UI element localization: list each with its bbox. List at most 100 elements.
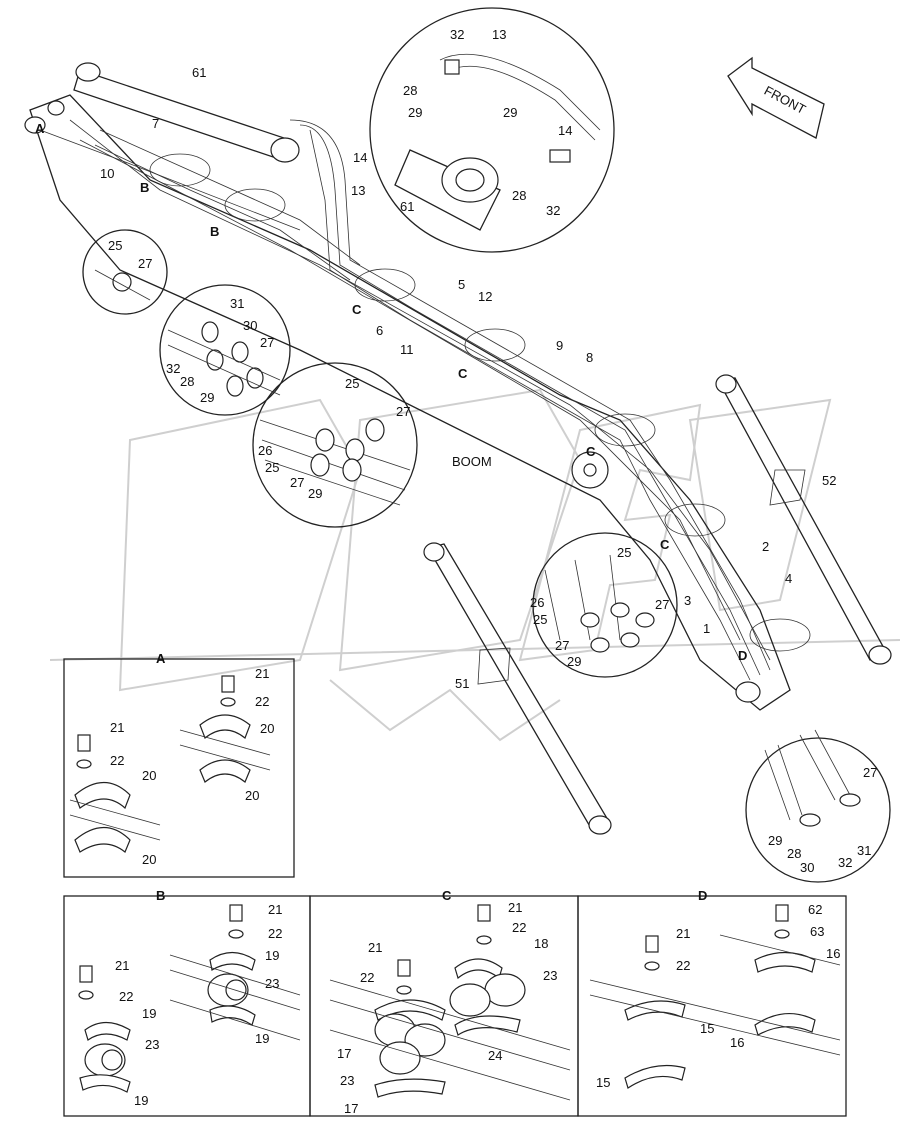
callout: 17 [337, 1046, 351, 1061]
callout: 23 [145, 1037, 159, 1052]
callout: 29 [308, 486, 322, 501]
callout: 7 [152, 116, 159, 131]
callout: 27 [138, 256, 152, 271]
callout: 3 [684, 593, 691, 608]
box-a-title: A [156, 651, 166, 666]
callout: 12 [478, 289, 492, 304]
callout: 19 [142, 1006, 156, 1021]
callout: 25 [265, 460, 279, 475]
callout: 25 [108, 238, 122, 253]
callout: 27 [260, 335, 274, 350]
callout: 28 [403, 83, 417, 98]
detail-circle-d [745, 729, 891, 883]
callout: 21 [115, 958, 129, 973]
callout: 30 [243, 318, 257, 333]
callout: 32 [546, 203, 560, 218]
callout: 32 [838, 855, 852, 870]
callout: 22 [268, 926, 282, 941]
box-b-title: B [156, 888, 165, 903]
callout: 61 [192, 65, 206, 80]
callout: C [586, 444, 596, 459]
box-b-callouts: 21 22 19 23 19 21 22 19 23 19 [115, 902, 282, 1108]
callout: 13 [351, 183, 365, 198]
callout: 62 [808, 902, 822, 917]
callout: 8 [586, 350, 593, 365]
callout: 13 [492, 27, 506, 42]
callout: 20 [142, 768, 156, 783]
callout: 10 [100, 166, 114, 181]
callout: 32 [450, 27, 464, 42]
callout: 4 [785, 571, 792, 586]
callout: 27 [290, 475, 304, 490]
box-c-title: C [442, 888, 452, 903]
callout: B [140, 180, 149, 195]
callout: 29 [567, 654, 581, 669]
callout: 31 [857, 843, 871, 858]
callout: 29 [503, 105, 517, 120]
callout: 51 [455, 676, 469, 691]
callout: 21 [268, 902, 282, 917]
callout: 22 [512, 920, 526, 935]
callout: 27 [555, 638, 569, 653]
callout: 28 [787, 846, 801, 861]
callout: 31 [230, 296, 244, 311]
watermark-logo [49, 388, 901, 742]
callout: 23 [340, 1073, 354, 1088]
callout: 15 [700, 1021, 714, 1036]
callout: 9 [556, 338, 563, 353]
callout: 5 [458, 277, 465, 292]
detail-circle-mid-left [159, 284, 291, 416]
callout: A [35, 121, 45, 136]
callout: 19 [255, 1031, 269, 1046]
detail-circle-mid [252, 362, 418, 528]
callout: 21 [255, 666, 269, 681]
callout: 14 [353, 150, 367, 165]
box-b-parts [78, 904, 301, 1093]
callout: 28 [512, 188, 526, 203]
callout: 19 [265, 948, 279, 963]
callout: 6 [376, 323, 383, 338]
callout: 63 [810, 924, 824, 939]
box-c-callouts: 21 22 18 23 21 22 17 24 23 17 [337, 900, 557, 1116]
box-a-callouts: 21 22 20 20 21 22 20 20 [110, 666, 274, 867]
callout: 16 [730, 1035, 744, 1050]
box-d-frame [577, 895, 847, 1117]
callout: 20 [245, 788, 259, 803]
callout: C [660, 537, 670, 552]
callout: 25 [617, 545, 631, 560]
callout: 21 [368, 940, 382, 955]
callout: 29 [768, 833, 782, 848]
callout: C [458, 366, 468, 381]
callout: B [210, 224, 219, 239]
callout: 11 [400, 342, 414, 357]
callout: 22 [676, 958, 690, 973]
callout: 32 [166, 361, 180, 376]
callout: 27 [396, 404, 410, 419]
callout: D [738, 648, 747, 663]
callout: 27 [655, 597, 669, 612]
callout: 28 [180, 374, 194, 389]
callout: 21 [508, 900, 522, 915]
callout: 16 [826, 946, 840, 961]
callout: 30 [800, 860, 814, 875]
box-d-title: D [698, 888, 707, 903]
boom-label: BOOM [452, 454, 492, 469]
callout: 15 [596, 1075, 610, 1090]
detail-circle-left [82, 229, 168, 315]
callout: 52 [822, 473, 836, 488]
callout: 26 [530, 595, 544, 610]
callout: 29 [200, 390, 214, 405]
callout: 14 [558, 123, 572, 138]
callout: 22 [119, 989, 133, 1004]
detail-circle-lower-c [532, 532, 678, 678]
callout: 27 [863, 765, 877, 780]
callout: 22 [110, 753, 124, 768]
callout: 29 [408, 105, 422, 120]
detail-circle-top [369, 7, 615, 253]
callout: 20 [260, 721, 274, 736]
box-d-parts [589, 904, 841, 1089]
callout: 61 [400, 199, 414, 214]
callout: 20 [142, 852, 156, 867]
box-a-frame [63, 658, 295, 878]
